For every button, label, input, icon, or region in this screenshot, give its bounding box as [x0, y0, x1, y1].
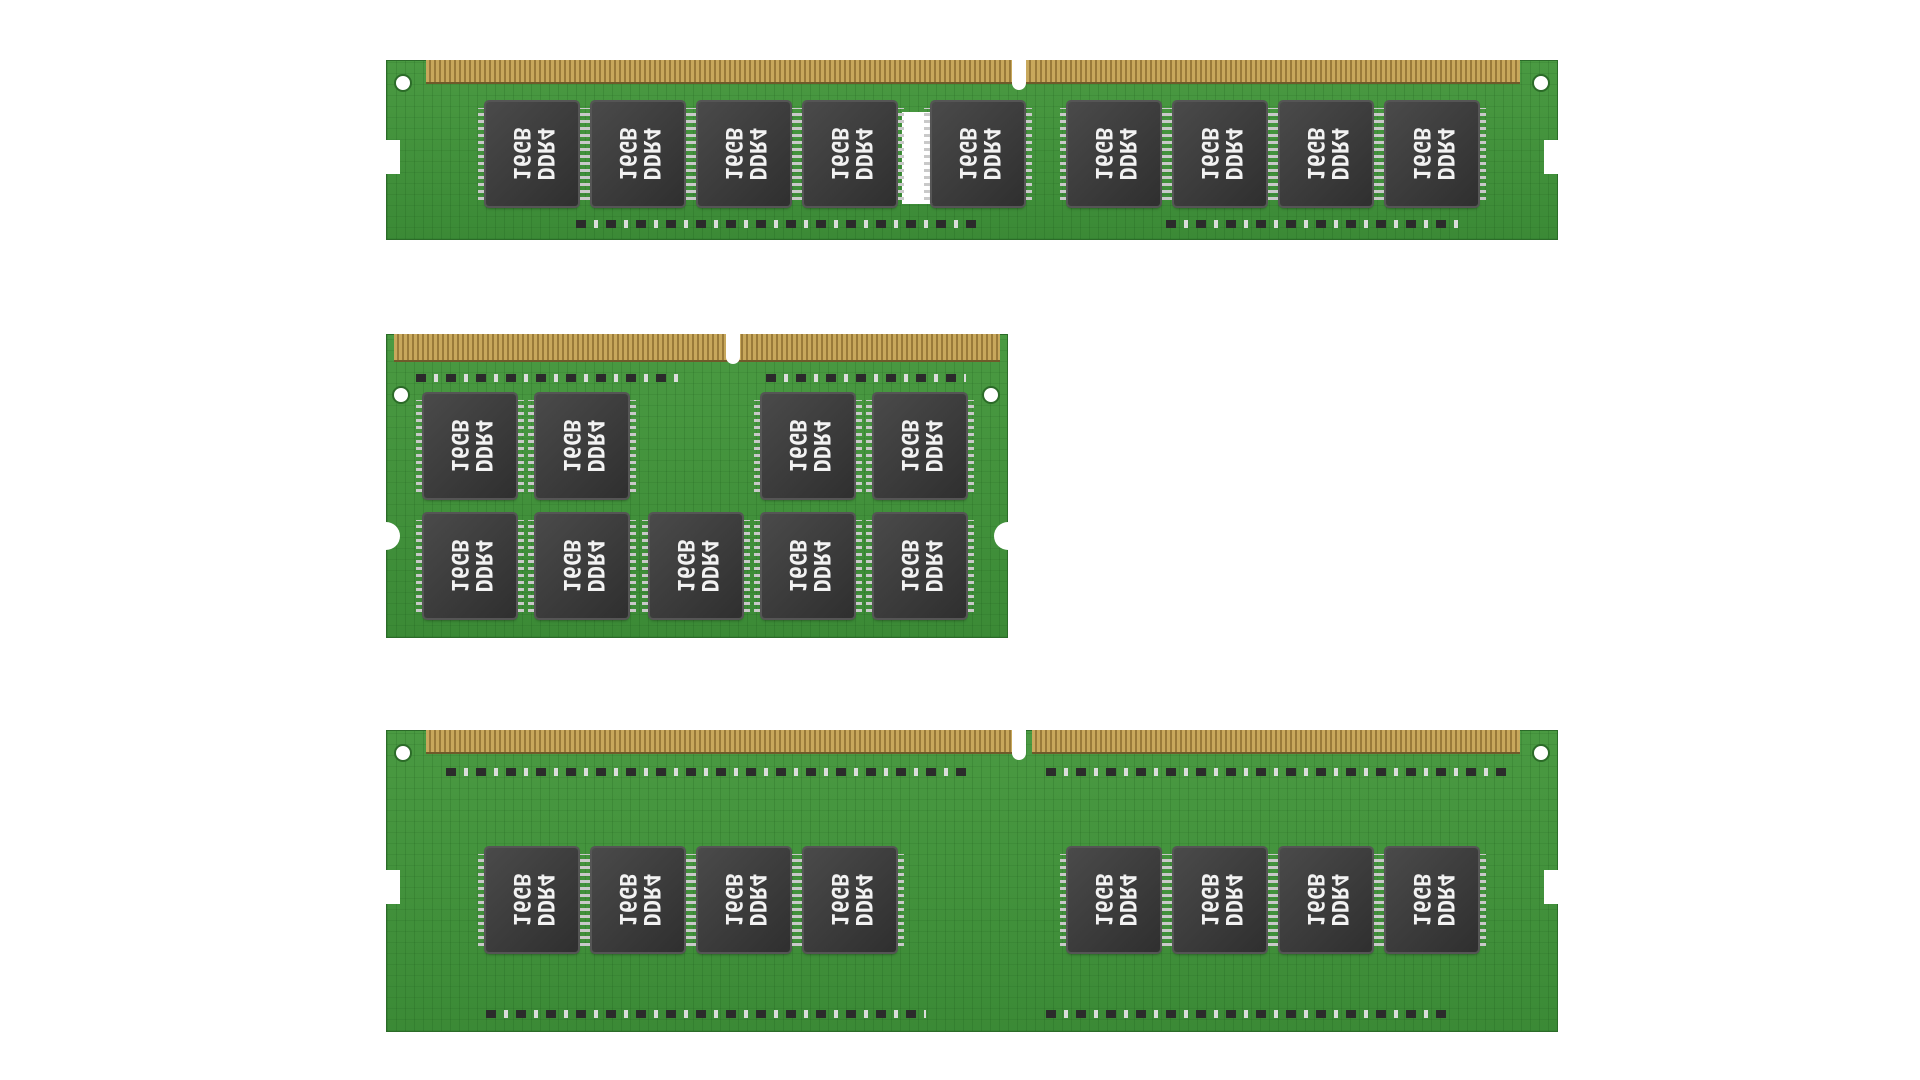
memory-chip: DDR4 16GB	[478, 848, 586, 952]
gold-contacts-right	[1032, 730, 1520, 754]
side-notch-right	[994, 522, 1008, 550]
key-notch	[726, 334, 740, 364]
chip-label: DDR4 16GB	[614, 127, 663, 181]
chip-label: DDR4 16GB	[720, 873, 769, 927]
key-notch	[1012, 60, 1026, 90]
chip-label: DDR4 16GB	[896, 419, 945, 473]
memory-chip: DDR4 16GB	[478, 102, 586, 206]
sodimm-module: DDR4 16GB DDR4 16GB DDR4 16GB DDR4 16GB …	[386, 334, 1008, 638]
memory-chip: DDR4 16GB	[584, 102, 692, 206]
dimm-module-bottom: DDR4 16GB DDR4 16GB DDR4 16GB DDR4 16GB …	[386, 730, 1558, 1032]
memory-chip: DDR4 16GB	[866, 394, 974, 498]
chip-label: DDR4 16GB	[446, 539, 495, 593]
chip-label: DDR4 16GB	[954, 127, 1003, 181]
chip-label: DDR4 16GB	[826, 127, 875, 181]
chip-label: DDR4 16GB	[784, 419, 833, 473]
smd-components	[416, 374, 686, 382]
chip-label: DDR4 16GB	[1090, 873, 1139, 927]
memory-chip: DDR4 16GB	[796, 848, 904, 952]
chip-label: DDR4 16GB	[1302, 873, 1351, 927]
memory-chip: DDR4 16GB	[690, 102, 798, 206]
memory-chip: DDR4 16GB	[690, 848, 798, 952]
memory-chip: DDR4 16GB	[796, 102, 904, 206]
memory-chip: DDR4 16GB	[584, 848, 692, 952]
chip-label: DDR4 16GB	[1196, 873, 1245, 927]
memory-chip: DDR4 16GB	[866, 514, 974, 618]
side-notch-right	[1544, 870, 1558, 904]
side-notch-left	[386, 870, 400, 904]
memory-chip: DDR4 16GB	[1060, 102, 1168, 206]
memory-chip: DDR4 16GB	[754, 514, 862, 618]
chip-label: DDR4 16GB	[1408, 127, 1457, 181]
chip-label: DDR4 16GB	[558, 539, 607, 593]
mount-hole-right	[982, 386, 1000, 404]
smd-components	[1046, 768, 1506, 776]
smd-components	[486, 1010, 926, 1018]
mount-hole-left	[392, 386, 410, 404]
chip-label: DDR4 16GB	[896, 539, 945, 593]
memory-chip: DDR4 16GB	[754, 394, 862, 498]
memory-chip: DDR4 16GB	[1272, 848, 1380, 952]
side-notch-right	[1544, 140, 1558, 174]
smd-components	[576, 220, 976, 228]
memory-chip: DDR4 16GB	[528, 514, 636, 618]
chip-label: DDR4 16GB	[720, 127, 769, 181]
mount-hole-right	[1532, 74, 1550, 92]
chip-label: DDR4 16GB	[1302, 127, 1351, 181]
memory-chip: DDR4 16GB	[1378, 848, 1486, 952]
key-notch	[1012, 730, 1026, 760]
chip-label: DDR4 16GB	[1196, 127, 1245, 181]
chip-label: DDR4 16GB	[508, 127, 557, 181]
mount-hole-left	[394, 74, 412, 92]
gold-contacts-right	[738, 334, 1000, 362]
side-notch-left	[386, 140, 400, 174]
chip-label: DDR4 16GB	[508, 873, 557, 927]
memory-chip: DDR4 16GB	[924, 102, 1032, 206]
memory-chip: DDR4 16GB	[1378, 102, 1486, 206]
side-notch-left	[386, 522, 400, 550]
smd-components	[1166, 220, 1466, 228]
chip-label: DDR4 16GB	[826, 873, 875, 927]
memory-chip: DDR4 16GB	[416, 514, 524, 618]
smd-components	[446, 768, 966, 776]
gold-contacts-left	[394, 334, 732, 362]
memory-chip: DDR4 16GB	[642, 514, 750, 618]
chip-label: DDR4 16GB	[784, 539, 833, 593]
dimm-module-top: DDR4 16GB DDR4 16GB DDR4 16GB DDR4 16GB …	[386, 60, 1558, 240]
memory-chip: DDR4 16GB	[528, 394, 636, 498]
memory-chip: DDR4 16GB	[416, 394, 524, 498]
mount-hole-left	[394, 744, 412, 762]
memory-chip: DDR4 16GB	[1272, 102, 1380, 206]
chip-label: DDR4 16GB	[1408, 873, 1457, 927]
gold-contacts-right	[1032, 60, 1520, 84]
gold-contacts-left	[426, 730, 1020, 754]
gold-contacts-left	[426, 60, 1040, 84]
chip-label: DDR4 16GB	[1090, 127, 1139, 181]
chip-label: DDR4 16GB	[614, 873, 663, 927]
chip-label: DDR4 16GB	[672, 539, 721, 593]
mount-hole-right	[1532, 744, 1550, 762]
memory-chip: DDR4 16GB	[1166, 102, 1274, 206]
memory-chip: DDR4 16GB	[1166, 848, 1274, 952]
chip-label: DDR4 16GB	[558, 419, 607, 473]
memory-chip: DDR4 16GB	[1060, 848, 1168, 952]
chip-label: DDR4 16GB	[446, 419, 495, 473]
smd-components	[1046, 1010, 1446, 1018]
smd-components	[766, 374, 966, 382]
